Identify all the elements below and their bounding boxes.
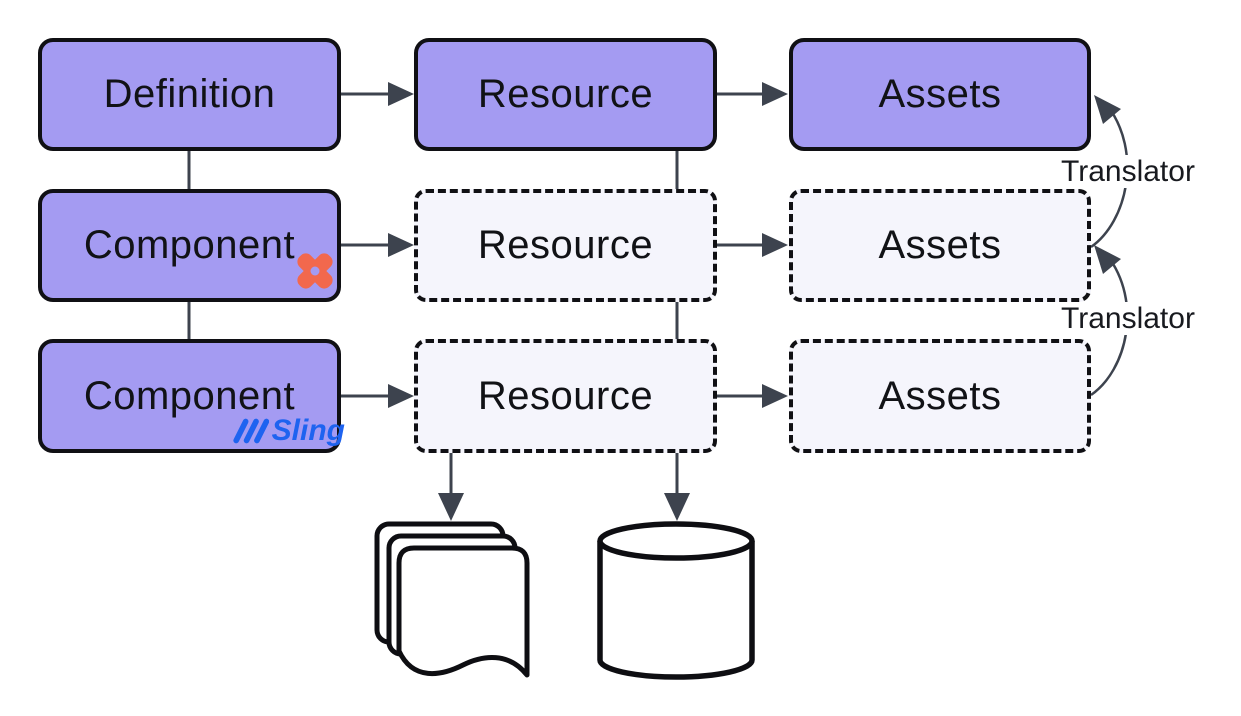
box-component-mid-label: Component — [83, 223, 296, 267]
box-resource-top-label: Resource — [477, 72, 654, 116]
box-definition: Definition — [38, 38, 341, 151]
database-cylinder-icon — [597, 521, 755, 680]
translator-label-top: Translator — [1058, 155, 1198, 188]
translator-curve-top-head — [1094, 95, 1121, 124]
arrow-resource-to-documents-head — [438, 493, 464, 521]
arrow-resource-to-assets-top-head — [762, 82, 788, 106]
box-definition-label: Definition — [103, 72, 276, 116]
arrow-resource-to-database-head — [664, 493, 690, 521]
arrow-definition-to-resource-head — [388, 82, 414, 106]
sling-slashes-icon — [233, 418, 269, 444]
arrow-resource-to-assets-bottom-head — [762, 384, 788, 408]
x-pinwheel-icon — [297, 253, 333, 289]
box-assets-top: Assets — [789, 38, 1091, 151]
translator-label-bottom: Translator — [1058, 302, 1198, 335]
box-component-bottom-label: Component — [83, 373, 296, 418]
arrow-resource-to-assets-mid-head — [762, 233, 788, 257]
box-assets-bottom-label: Assets — [878, 373, 1002, 418]
box-resource-mid-label: Resource — [477, 223, 654, 267]
box-resource-top: Resource — [414, 38, 717, 151]
box-assets-bottom: Assets — [789, 339, 1091, 453]
sling-logo: Sling — [231, 414, 345, 448]
box-resource-mid: Resource — [414, 189, 717, 302]
arrow-component-to-resource-mid-head — [388, 233, 414, 257]
arrow-component-to-resource-bottom-head — [388, 384, 414, 408]
box-component-bottom: Component Sling — [38, 339, 345, 453]
box-assets-top-label: Assets — [878, 72, 1002, 116]
box-assets-mid: Assets — [789, 189, 1091, 302]
documents-stack-icon — [374, 521, 530, 678]
box-component-mid: Component — [38, 189, 341, 302]
box-resource-bottom: Resource — [414, 339, 717, 453]
translator-curve-bottom-head — [1094, 245, 1121, 274]
sling-logo-text: Sling — [271, 414, 345, 447]
box-resource-bottom-label: Resource — [477, 373, 654, 418]
box-assets-mid-label: Assets — [878, 223, 1002, 267]
